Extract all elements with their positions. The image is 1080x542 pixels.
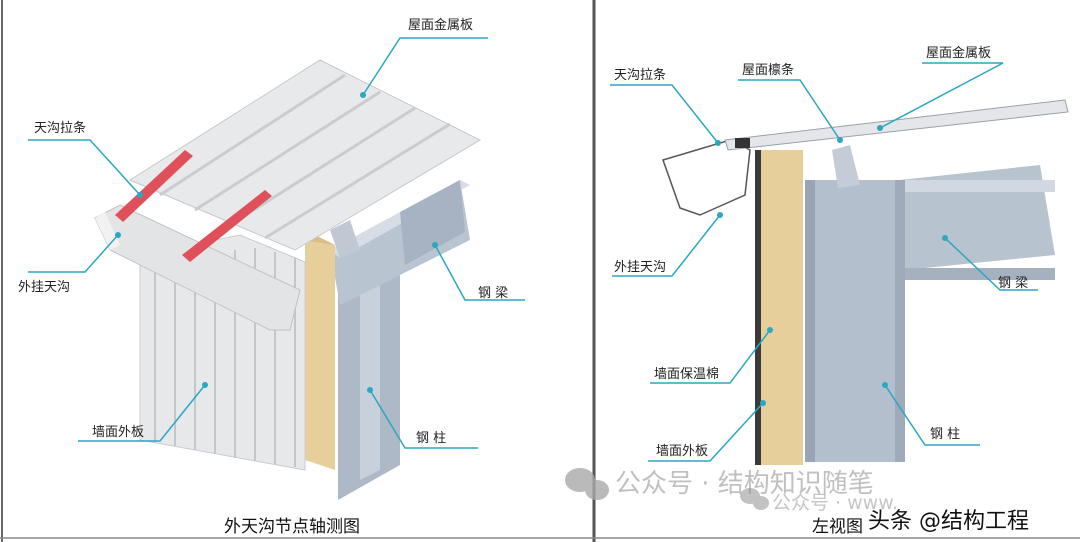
gutter-tie-2 [182,190,272,262]
column-flange-right [895,180,905,462]
right-caption: 左视图 [812,517,863,537]
gutter-tie-1 [115,150,193,222]
roof-purlin-left [330,220,360,258]
steel-column-side [805,180,905,462]
roof-metal-panel [128,59,482,251]
watermark-public-account-small: 公众号 · www. [772,492,899,514]
label-gutter-tie: 天沟拉条 [34,121,87,136]
axonometric-view [94,59,482,500]
wechat-icon [565,468,609,500]
right-leader-dots [715,125,948,406]
label-roof-metal-panel-side: 屋面金属板 [926,46,992,61]
label-external-gutter-side: 外挂天沟 [614,260,667,275]
wall-insulation-side [755,150,803,465]
wall-insulation [305,230,335,470]
left-caption: 外天沟节点轴测图 [224,517,360,537]
left-leader-dots [115,92,438,393]
left-leaders [28,37,525,449]
steel-column-web [360,252,380,480]
label-wall-outer-panel-side: 墙面外板 [656,444,709,459]
label-steel-column: 钢 柱 [416,431,447,446]
side-view [662,99,1069,465]
right-leaders [610,62,1038,462]
label-roof-metal-panel: 屋面金属板 [408,18,474,33]
label-steel-beam: 钢 梁 [478,286,509,301]
column-flange [805,180,815,462]
wall-outer-panel-side [755,150,761,465]
roof-panel-side [724,99,1069,151]
steel-beam-end [400,180,465,265]
label-steel-beam-side: 钢 梁 [998,276,1029,291]
label-wall-outer-panel: 墙面外板 [92,425,145,440]
gutter-bracket [735,138,750,148]
watermark-public-account: 公众号 · 结构知识随笔 [615,469,874,499]
watermark-toutiao: 头条 @结构工程 [868,509,1029,534]
wechat-icon-small [740,488,769,510]
label-roof-purlin-side: 屋面檩条 [742,63,795,78]
label-wall-insulation-side: 墙面保温棉 [654,367,720,382]
label-external-gutter: 外挂天沟 [18,280,71,295]
roof-purlin-side [832,145,860,188]
roof-panel-ribs [159,73,451,240]
label-gutter-tie-side: 天沟拉条 [614,68,667,83]
label-steel-column-side: 钢 柱 [930,427,961,442]
